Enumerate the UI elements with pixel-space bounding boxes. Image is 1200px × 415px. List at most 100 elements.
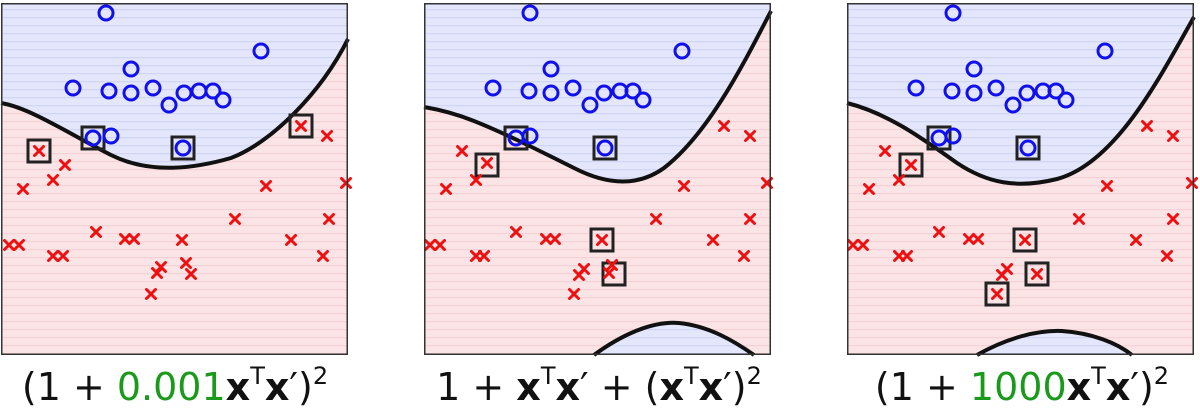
negative-point bbox=[17, 183, 29, 195]
formula-vector: x bbox=[516, 365, 541, 409]
decision-boundary bbox=[846, 16, 1196, 186]
formula-text: ′ + ( bbox=[580, 365, 660, 409]
positive-point bbox=[122, 84, 140, 102]
formula-text: 1 + bbox=[436, 365, 517, 409]
negative-point bbox=[1073, 213, 1085, 225]
formula-coefficient: 1000 bbox=[969, 365, 1067, 409]
positive-point bbox=[214, 91, 232, 109]
support-vector-box bbox=[170, 135, 196, 161]
positive-point bbox=[965, 60, 983, 78]
negative-point bbox=[180, 257, 192, 269]
support-vector-box bbox=[26, 138, 52, 164]
negative-point bbox=[1101, 180, 1113, 192]
negative-point bbox=[470, 174, 482, 186]
negative-point bbox=[440, 183, 452, 195]
decision-plot bbox=[846, 3, 1198, 357]
negative-point bbox=[229, 213, 241, 225]
negative-point bbox=[847, 239, 859, 251]
positive-point bbox=[64, 79, 82, 97]
formula-coefficient: 0.001 bbox=[116, 365, 226, 409]
positive-point bbox=[252, 42, 270, 60]
negative-point bbox=[573, 269, 585, 281]
positive-point bbox=[1096, 42, 1114, 60]
negative-point bbox=[568, 288, 580, 300]
formula-transpose: T bbox=[1091, 362, 1106, 390]
positive-point bbox=[484, 79, 502, 97]
negative-point bbox=[59, 159, 71, 171]
kernel-formula-3: (1 + 1000xTx′)2 bbox=[847, 362, 1197, 412]
negative-point bbox=[510, 226, 522, 238]
negative-point bbox=[481, 157, 493, 169]
decision-boundary bbox=[0, 38, 350, 170]
support-vector-box bbox=[898, 152, 924, 178]
support-vector-box bbox=[984, 281, 1010, 307]
negative-point bbox=[317, 250, 329, 262]
negative-point bbox=[857, 239, 869, 251]
positive-point bbox=[100, 82, 118, 100]
formula-text: (1 + bbox=[21, 365, 117, 409]
negative-point bbox=[744, 213, 756, 225]
negative-point bbox=[323, 213, 335, 225]
negative-point bbox=[596, 234, 608, 246]
decision-boundary-lower bbox=[976, 328, 1134, 357]
negative-point bbox=[963, 233, 975, 245]
negative-point bbox=[90, 226, 102, 238]
positive-point bbox=[943, 82, 961, 100]
negative-point bbox=[1167, 213, 1179, 225]
data-points bbox=[847, 4, 1198, 307]
negative-point bbox=[1031, 268, 1043, 280]
positive-point bbox=[596, 139, 614, 157]
positive-point bbox=[624, 82, 642, 100]
decision-boundary-lower bbox=[592, 320, 756, 357]
support-vector-box bbox=[589, 227, 615, 253]
formula-transpose: T bbox=[683, 362, 699, 390]
positive-point bbox=[907, 79, 925, 97]
negative-point bbox=[718, 120, 730, 132]
negative-point bbox=[1186, 177, 1198, 189]
positive-point bbox=[520, 82, 538, 100]
decision-plot bbox=[0, 3, 352, 355]
negative-point bbox=[57, 250, 69, 262]
kernel-formula-1: (1 + 0.001xTx′)2 bbox=[0, 362, 350, 412]
support-vector-box bbox=[288, 113, 314, 139]
positive-point bbox=[1018, 84, 1036, 102]
formula-vector: x bbox=[698, 365, 724, 409]
positive-point bbox=[581, 96, 599, 114]
negative-point bbox=[549, 233, 561, 245]
negative-point bbox=[707, 234, 719, 246]
negative-point bbox=[176, 234, 188, 246]
formula-vector: x bbox=[1066, 365, 1092, 409]
positive-point bbox=[564, 79, 582, 97]
formula-transpose: T bbox=[540, 362, 556, 390]
plot-frame bbox=[424, 3, 771, 355]
formula-vector: x bbox=[555, 365, 580, 409]
negative-point bbox=[456, 145, 468, 157]
positive-point bbox=[174, 139, 192, 157]
negative-point bbox=[603, 267, 615, 279]
negative-point bbox=[47, 174, 59, 186]
formula-exponent: 2 bbox=[312, 362, 329, 390]
negative-point bbox=[991, 288, 1003, 300]
decision-plot bbox=[423, 3, 773, 357]
support-vector-box bbox=[474, 152, 500, 178]
negative-point bbox=[33, 145, 45, 157]
negative-point bbox=[145, 288, 157, 300]
positive-point bbox=[160, 96, 178, 114]
negative-point bbox=[1141, 120, 1153, 132]
formula-exponent: 2 bbox=[1153, 362, 1170, 390]
positive-point bbox=[542, 84, 560, 102]
negative-point bbox=[151, 267, 163, 279]
negative-point bbox=[738, 250, 750, 262]
positive-point bbox=[144, 79, 162, 97]
formula-text: ′) bbox=[723, 365, 747, 409]
negative-point bbox=[744, 130, 756, 142]
formula-text: ′) bbox=[289, 365, 313, 409]
support-vector-box bbox=[1024, 261, 1050, 287]
negative-point bbox=[540, 233, 552, 245]
formula-vector: x bbox=[659, 365, 684, 409]
negative-point bbox=[340, 177, 352, 189]
negative-point bbox=[260, 180, 272, 192]
positive-point bbox=[84, 129, 102, 147]
negative-point bbox=[295, 120, 307, 132]
positive-point bbox=[1019, 139, 1037, 157]
